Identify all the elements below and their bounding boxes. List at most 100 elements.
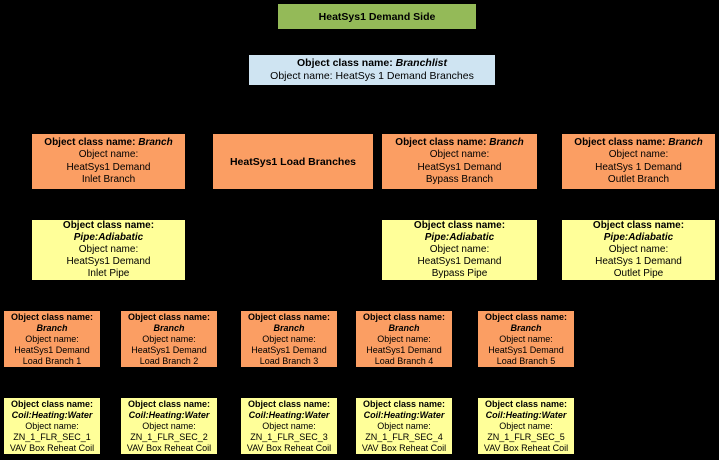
object-label: Object name: — [429, 244, 490, 255]
object-name-line2: VAV Box Reheat Coil — [483, 442, 569, 453]
class-label: Object class name: — [592, 220, 685, 231]
class-name: Branch — [153, 322, 185, 333]
class-name: Coil:Heating:Water — [485, 409, 567, 420]
object-name-line1: ZN_1_FLR_SEC_4 — [365, 431, 443, 442]
object-name-line1: HeatSys1 Demand — [131, 344, 207, 355]
class-name: Branch — [273, 322, 305, 333]
coil-5-node: Object class name: Coil:Heating:Water Ob… — [478, 398, 574, 454]
node-class-line: Object class name: Branch — [395, 137, 523, 150]
object-name-line1: HeatSys1 Demand — [66, 161, 151, 173]
class-label: Object class name: — [10, 311, 94, 322]
object-label: Object name: — [608, 244, 669, 255]
node-class-line: Object class name: Branch — [574, 137, 702, 150]
coil-1-node: Object class name: Coil:Heating:Water Ob… — [4, 398, 100, 454]
object-name-line1: HeatSys1 Demand — [417, 256, 502, 267]
class-label: Object class name: — [44, 136, 139, 148]
object-label: Object name: — [377, 333, 431, 344]
object-name-line2: Inlet Pipe — [87, 268, 130, 279]
object-name-line1: HeatSys1 Demand — [14, 344, 90, 355]
object-name-line1: ZN_1_FLR_SEC_3 — [250, 431, 328, 442]
object-label: Object name: — [499, 333, 553, 344]
class-name: Coil:Heating:Water — [248, 409, 330, 420]
object-name-line2: Load Branch 4 — [374, 355, 434, 366]
coil-4-node: Object class name: Coil:Heating:Water Ob… — [356, 398, 452, 454]
class-name: Branch — [510, 322, 542, 333]
node-object-line: Object name: HeatSys 1 Demand Branches — [270, 70, 474, 82]
object-label: Object name: — [262, 333, 316, 344]
node-title: HeatSys1 Load Branches — [229, 155, 357, 168]
outlet-branch-node: Object class name: Branch Object name: H… — [562, 134, 715, 189]
object-name-line2: Bypass Branch — [425, 174, 494, 185]
class-label: Object class name: — [297, 57, 396, 69]
class-label: Object class name: — [362, 398, 446, 409]
inlet-pipe-node: Object class name: Pipe:Adiabatic Object… — [32, 220, 185, 280]
object-label: Object name: — [142, 420, 196, 431]
object-name-line1: ZN_1_FLR_SEC_1 — [13, 431, 91, 442]
class-label: Object class name: — [362, 311, 446, 322]
class-label: Object class name: — [484, 311, 568, 322]
object-name-line2: Bypass Pipe — [431, 268, 488, 279]
object-name-line1: HeatSys 1 Demand — [595, 256, 682, 267]
bypass-branch-node: Object class name: Branch Object name: H… — [382, 134, 537, 189]
object-name-line1: HeatSys 1 Demand — [595, 161, 682, 173]
object-name-line2: VAV Box Reheat Coil — [126, 442, 212, 453]
class-label: Object class name: — [395, 136, 490, 148]
class-name: Branchlist — [395, 57, 447, 69]
class-label: Object class name: — [62, 220, 155, 231]
class-label: Object class name: — [574, 136, 669, 148]
class-label: Object class name: — [127, 398, 211, 409]
load-branch-2-node: Object class name: Branch Object name: H… — [121, 311, 217, 367]
object-name-line1: ZN_1_FLR_SEC_5 — [487, 431, 565, 442]
object-name-line2: Inlet Branch — [81, 174, 136, 185]
inlet-branch-node: Object class name: Branch Object name: H… — [32, 134, 185, 189]
load-branch-5-node: Object class name: Branch Object name: H… — [478, 311, 574, 367]
object-name-line2: VAV Box Reheat Coil — [361, 442, 447, 453]
class-name: Coil:Heating:Water — [11, 409, 93, 420]
class-name: Branch — [489, 136, 524, 148]
object-label: Object name: — [429, 149, 490, 160]
branchlist-node: Object class name: Branchlist Object nam… — [249, 55, 495, 85]
object-label: Object name: — [78, 244, 139, 255]
class-label: Object class name: — [484, 398, 568, 409]
object-name-line1: HeatSys1 Demand — [66, 256, 151, 267]
node-class-line: Object class name: Branch — [44, 137, 172, 150]
object-label: Object name: — [25, 333, 79, 344]
class-name: Pipe:Adiabatic — [603, 232, 674, 243]
object-label: Object name: — [499, 420, 553, 431]
class-name: Branch — [36, 322, 68, 333]
object-name-line1: HeatSys1 Demand — [251, 344, 327, 355]
object-name-line2: VAV Box Reheat Coil — [246, 442, 332, 453]
object-name-line2: Load Branch 2 — [139, 355, 199, 366]
object-name-line1: HeatSys1 Demand — [488, 344, 564, 355]
class-name: Branch — [138, 136, 173, 148]
root-node-heatsys1-demand-side: HeatSys1 Demand Side — [278, 4, 476, 29]
object-label: Object name: — [262, 420, 316, 431]
object-name-line2: Outlet Pipe — [613, 268, 664, 279]
object-name-line2: Load Branch 5 — [496, 355, 556, 366]
load-branch-1-node: Object class name: Branch Object name: H… — [4, 311, 100, 367]
object-name-line1: HeatSys1 Demand — [417, 161, 502, 173]
class-name: Coil:Heating:Water — [128, 409, 210, 420]
class-label: Object class name: — [413, 220, 506, 231]
object-label: Object name: — [608, 149, 669, 160]
node-title: HeatSys1 Demand Side — [318, 10, 436, 23]
object-name-line2: VAV Box Reheat Coil — [9, 442, 95, 453]
class-label: Object class name: — [247, 311, 331, 322]
coil-2-node: Object class name: Coil:Heating:Water Ob… — [121, 398, 217, 454]
class-name: Coil:Heating:Water — [363, 409, 445, 420]
load-branch-3-node: Object class name: Branch Object name: H… — [241, 311, 337, 367]
outlet-pipe-node: Object class name: Pipe:Adiabatic Object… — [562, 220, 715, 280]
load-branch-4-node: Object class name: Branch Object name: H… — [356, 311, 452, 367]
object-label: Object name: — [25, 420, 79, 431]
object-label: Object name: — [78, 149, 139, 160]
object-label: Object name: — [377, 420, 431, 431]
object-name-line1: HeatSys1 Demand — [366, 344, 442, 355]
class-label: Object class name: — [127, 311, 211, 322]
class-name: Branch — [668, 136, 703, 148]
coil-3-node: Object class name: Coil:Heating:Water Ob… — [241, 398, 337, 454]
class-label: Object class name: — [247, 398, 331, 409]
object-label: Object name: — [142, 333, 196, 344]
load-branches-node: HeatSys1 Load Branches — [213, 134, 373, 189]
class-label: Object class name: — [10, 398, 94, 409]
